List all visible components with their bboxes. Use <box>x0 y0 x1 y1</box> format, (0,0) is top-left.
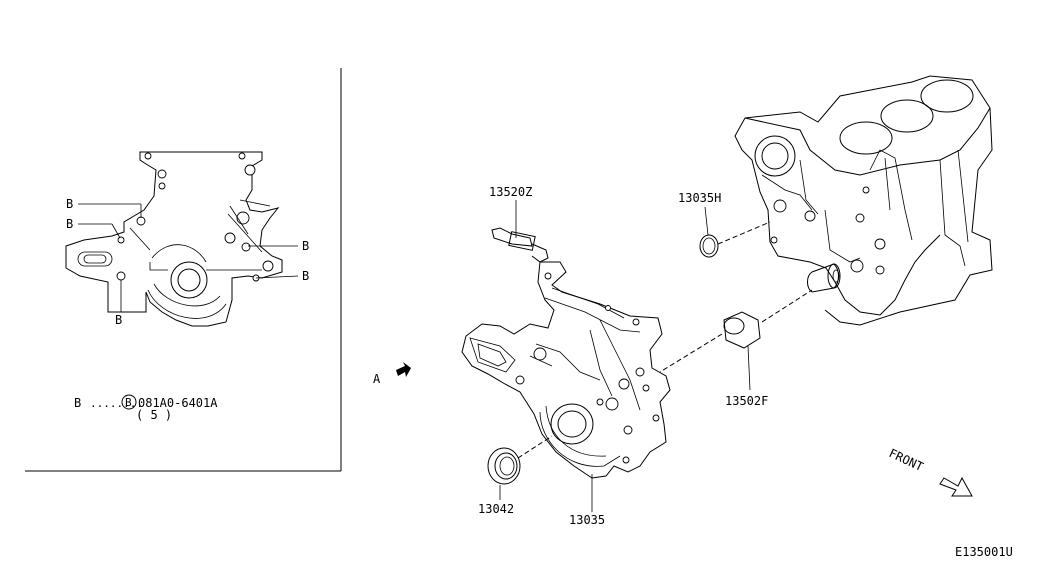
part-13502f-spacer: 13502F <box>659 289 813 408</box>
bolt-label-b-1: B <box>66 197 73 211</box>
part-label-13042: 13042 <box>478 502 514 516</box>
part-13520z-sensor: 13520Z <box>489 185 549 263</box>
part-13035h-o-ring: 13035H <box>678 191 771 258</box>
front-arrow-icon <box>939 476 973 497</box>
bolt-label-b-4: B <box>302 269 309 283</box>
part-label-13035: 13035 <box>569 513 605 527</box>
view-arrow-icon <box>396 362 411 377</box>
legend-circle <box>121 394 137 410</box>
view-marker-label: A <box>373 372 381 386</box>
bolt-label-b-5: B <box>115 313 122 327</box>
front-direction-indicator: FRONT <box>887 446 973 497</box>
diagram-code: E135001U <box>955 545 1013 559</box>
front-label: FRONT <box>887 446 926 474</box>
legend-part-number: 081A0-6401A <box>138 396 218 410</box>
part-label-13035h: 13035H <box>678 191 721 205</box>
cylinder-block <box>734 75 993 326</box>
bolt-label-b-3: B <box>302 239 309 253</box>
part-13035-front-cover-label: 13035 <box>569 474 605 527</box>
detail-view-frame <box>25 68 342 472</box>
part-label-13502f: 13502F <box>725 394 768 408</box>
legend-leader: ........ <box>90 397 143 410</box>
legend-letter: B <box>74 396 81 410</box>
bolt-label-b-2: B <box>66 217 73 231</box>
bolt-legend: B ........ B 081A0-6401A ( 5 ) <box>74 394 218 422</box>
detail-bolt-callouts: B B B B B <box>66 197 309 327</box>
front-cover-assembly <box>461 261 671 479</box>
legend-circle-letter: B <box>125 396 132 409</box>
detail-front-cover-outline <box>65 151 283 327</box>
part-13042-oil-seal: 13042 <box>478 435 553 516</box>
part-label-13520z: 13520Z <box>489 185 532 199</box>
view-marker-a: A <box>373 362 411 386</box>
legend-quantity: ( 5 ) <box>136 408 172 422</box>
